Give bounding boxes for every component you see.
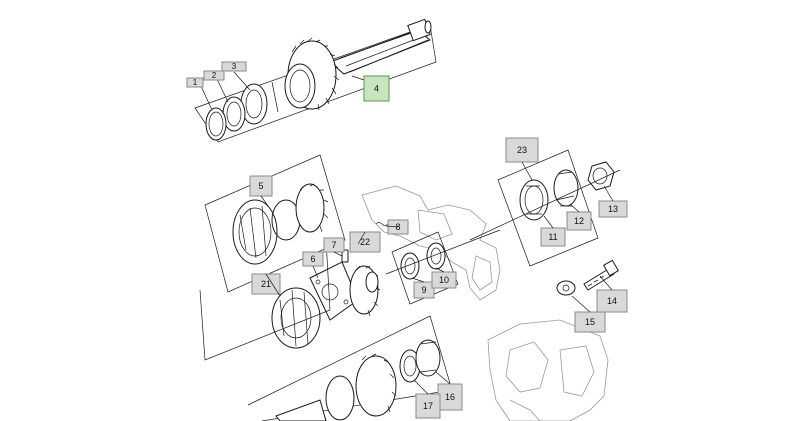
callout-4[interactable]: 4 [363,75,390,102]
callout-3[interactable]: 3 [221,61,247,72]
svg-text:13: 13 [608,204,618,214]
svg-text:21: 21 [261,279,271,289]
callout-1[interactable]: 1 [186,77,204,88]
svg-text:14: 14 [607,296,617,306]
svg-text:4: 4 [374,84,379,94]
svg-text:1: 1 [193,78,198,87]
callout-5[interactable]: 5 [249,175,273,197]
washer-box [385,229,501,305]
callout-12[interactable]: 12 [566,211,592,231]
callout-11[interactable]: 11 [540,227,566,247]
shaft-assembly [194,18,437,143]
svg-text:10: 10 [439,275,449,285]
callout-2[interactable]: 2 [203,70,225,81]
svg-text:11: 11 [548,232,557,242]
svg-text:5: 5 [258,181,263,191]
svg-text:7: 7 [331,240,336,250]
svg-text:22: 22 [360,237,370,247]
bottom-gear-assembly [247,315,453,421]
svg-text:3: 3 [232,62,237,71]
bearing-box [204,154,346,293]
callout-10[interactable]: 10 [431,271,457,289]
callout-7[interactable]: 7 [323,237,345,253]
housing-outline [361,185,609,421]
callout-15[interactable]: 15 [574,311,606,333]
callout-6[interactable]: 6 [302,251,324,267]
svg-text:6: 6 [310,254,315,264]
callout-16[interactable]: 16 [437,383,463,411]
svg-text:16: 16 [445,392,455,402]
center-gear-group [199,222,395,361]
callout-17[interactable]: 17 [415,393,441,419]
callout-9[interactable]: 9 [413,281,435,299]
svg-text:2: 2 [212,71,217,80]
callout-22[interactable]: 22 [349,231,381,253]
svg-text:23: 23 [517,145,527,155]
svg-text:9: 9 [421,285,426,295]
callout-21[interactable]: 21 [251,273,281,295]
svg-text:17: 17 [423,401,433,411]
shaft-gear [284,37,340,111]
bolt-washer [556,259,620,296]
svg-text:12: 12 [574,216,584,226]
callout-23[interactable]: 23 [505,137,539,163]
svg-text:15: 15 [585,317,595,327]
right-bearing-box [469,149,621,267]
callout-14[interactable]: 14 [596,289,628,313]
callout-13[interactable]: 13 [598,200,628,218]
